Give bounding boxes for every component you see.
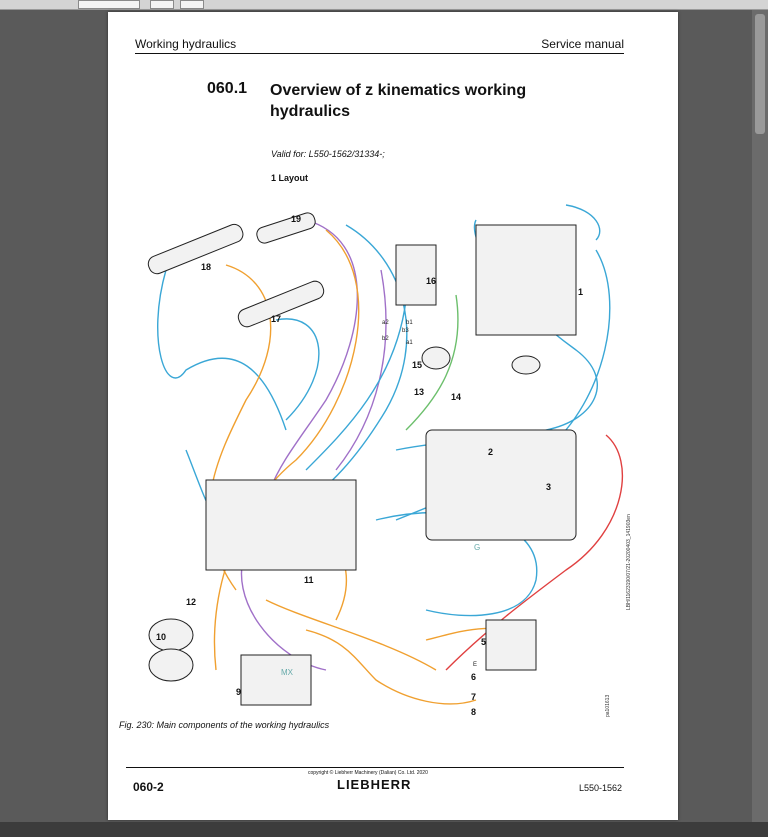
svg-text:10: 10 <box>156 632 166 642</box>
svg-text:11: 11 <box>304 575 314 585</box>
viewer-toolbar <box>0 0 768 10</box>
model-number: L550-1562 <box>578 783 622 793</box>
subsection-heading: 1 Layout <box>271 173 309 183</box>
header-rule <box>135 53 624 54</box>
scroll-thumb[interactable] <box>755 14 765 134</box>
validity-note: Valid for: L550-1562/31334-; <box>271 149 385 159</box>
figure-caption: Fig. 230: Main components of the working… <box>119 720 330 730</box>
page-number: 060-2 <box>133 780 164 794</box>
svg-text:17: 17 <box>271 314 281 324</box>
svg-text:15: 15 <box>412 360 422 370</box>
svg-text:6: 6 <box>471 672 476 682</box>
hydraulics-diagram: 1 2 3 5 6 7 8 9 10 11 12 13 14 15 16 17 … <box>147 204 624 717</box>
svg-text:9: 9 <box>236 687 241 697</box>
svg-text:MX: MX <box>281 668 294 677</box>
running-header-left: Working hydraulics <box>135 37 237 51</box>
svg-text:2: 2 <box>488 447 493 457</box>
taskbar <box>0 822 768 837</box>
svg-text:5: 5 <box>481 637 486 647</box>
svg-text:1: 1 <box>578 287 583 297</box>
svg-text:3: 3 <box>546 482 551 492</box>
svg-text:b1: b1 <box>406 320 413 326</box>
svg-text:7: 7 <box>471 692 476 702</box>
svg-text:12: 12 <box>186 597 196 607</box>
section-number: 060.1 <box>207 80 248 97</box>
svg-text:13: 13 <box>414 387 424 397</box>
page-input[interactable] <box>78 0 140 9</box>
vertical-scrollbar[interactable] <box>752 10 768 822</box>
copyright-notice: copyright © Liebherr Machinery (Dalian) … <box>308 770 428 776</box>
svg-text:E: E <box>473 662 477 668</box>
svg-text:b2: b2 <box>382 336 389 342</box>
document-page: Working hydraulics Service manual 060.1 … <box>108 12 678 820</box>
toolbar-button[interactable] <box>150 0 174 9</box>
figure-id: pa101613 <box>605 694 611 717</box>
svg-text:16: 16 <box>426 276 436 286</box>
svg-text:b3: b3 <box>402 328 409 334</box>
brand-logo: LIEBHERR <box>337 777 412 792</box>
svg-text:a2: a2 <box>382 320 389 326</box>
svg-text:8: 8 <box>471 707 476 717</box>
footer-rule <box>126 767 624 768</box>
svg-text:19: 19 <box>291 214 301 224</box>
section-title: Overview of z kinematics working hydraul… <box>270 82 527 120</box>
document-code: LBH/11623190/07/21-20200403_141903en <box>626 514 632 610</box>
svg-text:G: G <box>474 543 480 552</box>
svg-text:14: 14 <box>451 392 461 402</box>
svg-text:a1: a1 <box>406 340 413 346</box>
svg-text:18: 18 <box>201 262 211 272</box>
toolbar-button[interactable] <box>180 0 204 9</box>
running-header-right: Service manual <box>541 37 624 51</box>
